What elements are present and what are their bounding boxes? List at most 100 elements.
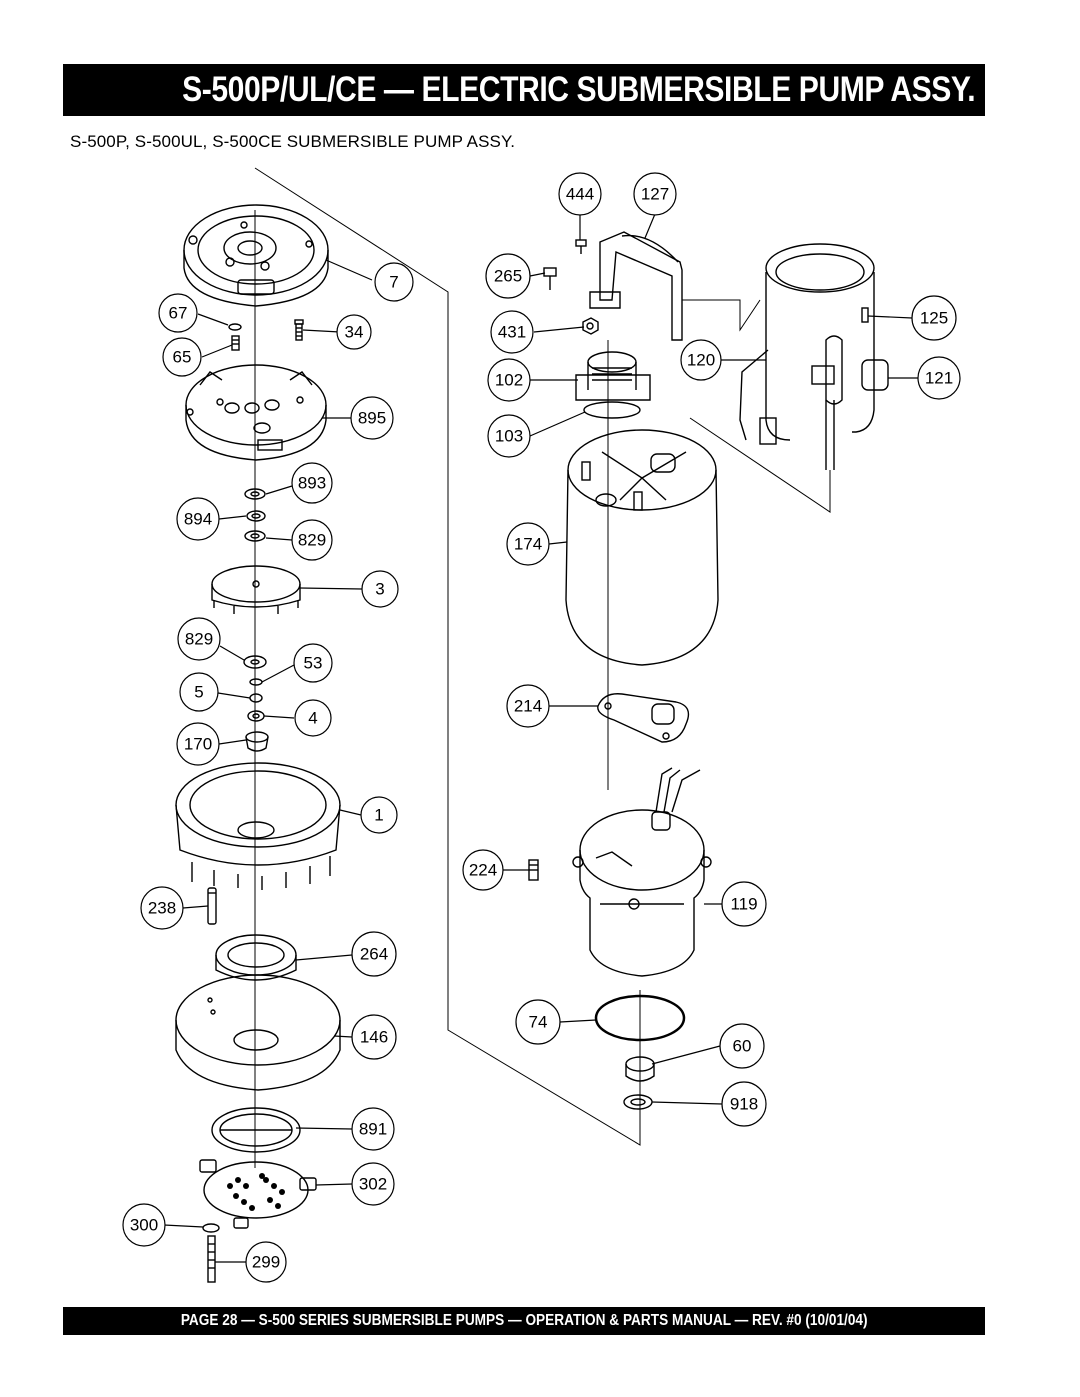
part-5-nut (249, 693, 263, 703)
callout-label-119: 119 (730, 895, 757, 914)
callout-891 (295, 1107, 395, 1151)
part-146-housing (175, 974, 341, 1091)
callout-label-4: 4 (308, 709, 317, 728)
callout-label-5: 5 (194, 683, 203, 702)
callout-label-125: 125 (920, 309, 948, 328)
callout-60 (651, 1023, 765, 1069)
callout-label-238: 238 (148, 899, 176, 918)
callout-5 (179, 672, 251, 712)
callout-label-264: 264 (360, 945, 388, 964)
callout-label-174: 174 (514, 535, 542, 554)
part-65-screw (231, 335, 240, 351)
part-53-washer (249, 678, 263, 686)
page-title: S-500P/UL/CE — ELECTRIC SUBMERSIBLE PUMP… (181, 70, 975, 109)
callout-label-829a: 829 (298, 531, 326, 550)
callout-label-103: 103 (495, 427, 523, 446)
part-300-washer (202, 1223, 220, 1233)
callout-125 (867, 295, 957, 341)
part-299-bolt (207, 1235, 216, 1283)
part-74-oring (594, 994, 686, 1042)
part-302-screen (199, 1159, 317, 1229)
callout-7 (325, 259, 414, 302)
callout-label-121: 121 (925, 369, 953, 388)
screen-holes (227, 1173, 285, 1211)
callout-67 (158, 293, 229, 333)
callout-214 (506, 684, 598, 728)
callout-238 (140, 886, 209, 930)
callout-1 (339, 796, 398, 834)
callout-label-894: 894 (184, 510, 212, 529)
callout-34 (302, 314, 372, 350)
callout-65 (162, 337, 233, 377)
footer-bar: PAGE 28 — S-500 SERIES SUBMERSIBLE PUMPS… (63, 1307, 985, 1335)
part-127-handle (589, 231, 683, 341)
part-891-strainer (211, 1107, 301, 1153)
part-214-gasket (597, 693, 690, 743)
callout-302 (315, 1162, 395, 1206)
callout-444 (558, 172, 602, 240)
callout-146 (333, 1014, 397, 1060)
callout-label-895: 895 (358, 409, 386, 428)
callout-170 (176, 722, 247, 766)
callout-119 (704, 881, 767, 927)
callout-53 (261, 643, 333, 683)
part-224-screw (528, 859, 539, 881)
callout-74 (515, 999, 597, 1045)
part-431-nut (582, 317, 599, 335)
callout-label-1: 1 (374, 806, 383, 825)
part-894-seal (246, 510, 266, 522)
part-103-oring (583, 401, 641, 419)
callout-label-53: 53 (304, 654, 323, 673)
part-102-fitting (575, 351, 651, 401)
callout-label-829b: 829 (185, 630, 213, 649)
callout-label-7: 7 (389, 273, 398, 292)
callout-894 (176, 497, 247, 541)
part-918-ring (623, 1094, 653, 1110)
callout-4 (263, 699, 332, 737)
callout-label-893: 893 (298, 474, 326, 493)
callout-918 (651, 1081, 767, 1127)
part-170-seal (245, 731, 269, 752)
part-265-bolt (543, 267, 557, 290)
part-829-washer-b (243, 655, 267, 669)
callout-label-60: 60 (733, 1037, 752, 1056)
part-1-casing (175, 762, 341, 890)
callout-121 (888, 356, 961, 400)
callout-label-224: 224 (469, 861, 497, 880)
callout-label-891: 891 (359, 1120, 387, 1139)
callout-893 (265, 462, 333, 504)
part-895-wear-plate (185, 364, 327, 461)
callout-label-3: 3 (375, 580, 384, 599)
callout-label-214: 214 (514, 697, 542, 716)
callout-label-444: 444 (566, 185, 594, 204)
callout-label-431: 431 (498, 323, 526, 342)
part-444-screw (575, 239, 587, 254)
callout-label-34: 34 (345, 323, 364, 342)
part-67-washer (228, 323, 242, 331)
diagram-subtitle: S-500P, S-500UL, S-500CE SUBMERSIBLE PUM… (70, 132, 516, 151)
callout-120 (680, 339, 766, 381)
callouts (122, 172, 961, 1283)
callout-3 (299, 570, 399, 608)
callout-label-127: 127 (641, 185, 669, 204)
callout-label-918: 918 (730, 1095, 758, 1114)
part-174-motor-cover (565, 429, 719, 666)
callout-label-65: 65 (173, 348, 192, 367)
part-125-screw (861, 307, 869, 323)
part-34-bolt (294, 319, 304, 341)
callout-431 (490, 310, 585, 354)
callout-label-74: 74 (529, 1013, 548, 1032)
part-264-flange (215, 934, 297, 981)
callout-264 (295, 931, 397, 977)
title-bar: S-500P/UL/CE — ELECTRIC SUBMERSIBLE PUMP… (63, 64, 985, 116)
footer-text: PAGE 28 — S-500 SERIES SUBMERSIBLE PUMPS… (180, 1312, 868, 1329)
part-829-washer-a (244, 530, 266, 542)
part-121-cord-grip (811, 335, 889, 470)
part-119-motor (572, 767, 712, 977)
part-893-washer (244, 488, 266, 500)
callout-label-102: 102 (495, 371, 523, 390)
callout-102 (487, 358, 578, 402)
part-120-power-cord (739, 243, 875, 445)
callout-label-299: 299 (252, 1253, 280, 1272)
callout-label-120: 120 (687, 351, 715, 370)
